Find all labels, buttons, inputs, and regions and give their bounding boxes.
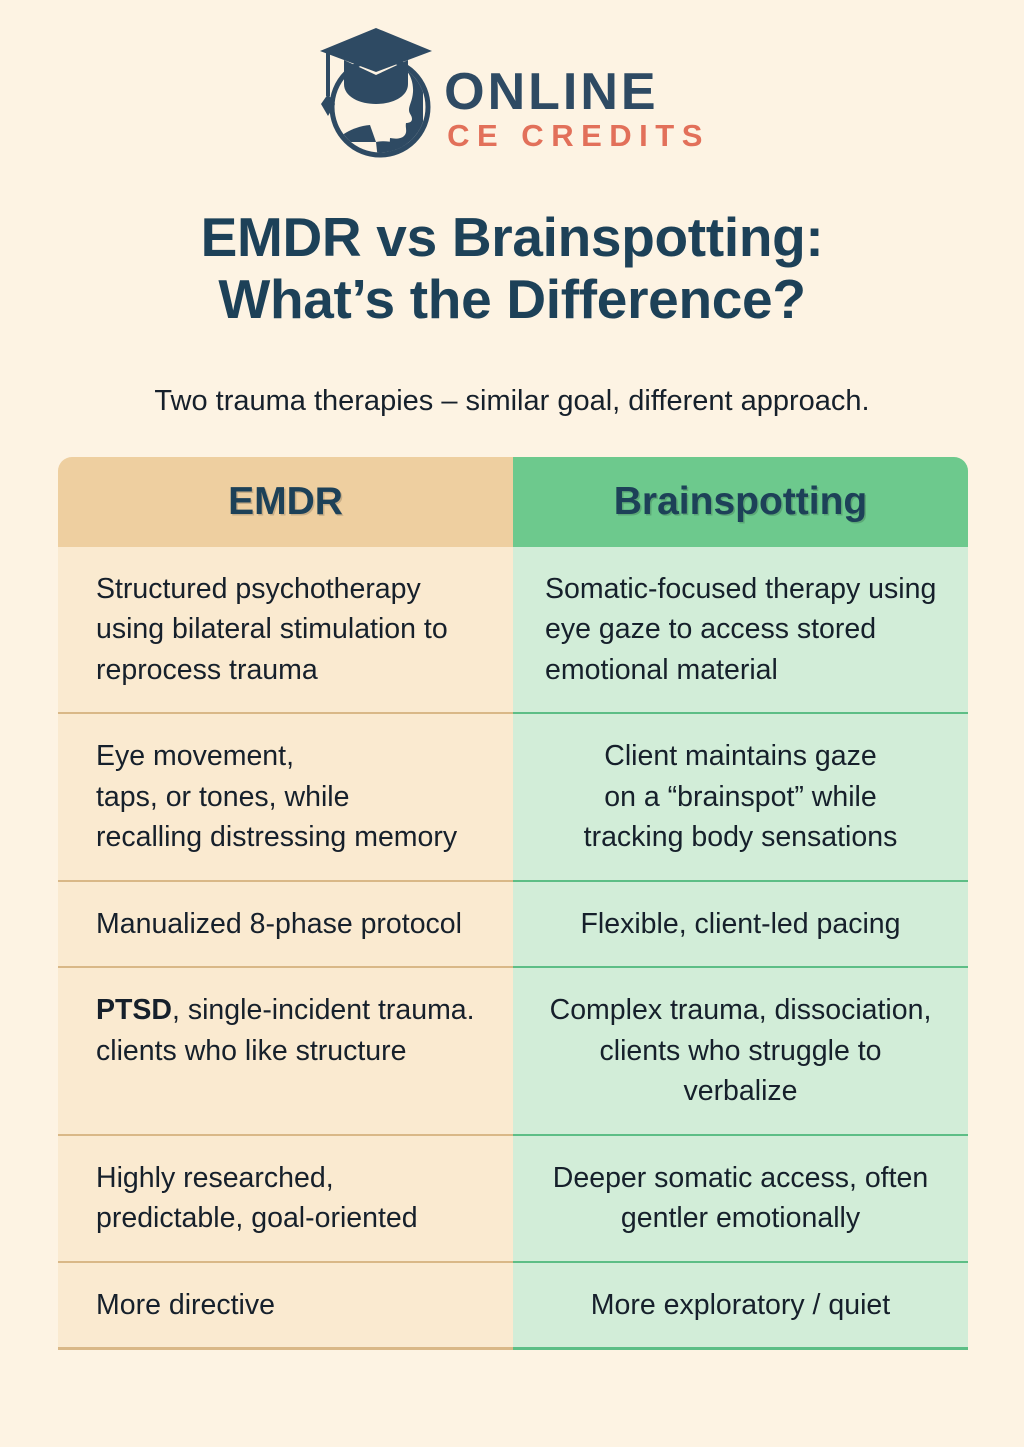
comparison-table: EMDR Brainspotting Structured psychother… [58, 457, 968, 1351]
cell-brainspotting: More exploratory / quiet [513, 1262, 968, 1351]
cell-emdr: More directive [58, 1262, 513, 1351]
table-row: PTSD, single-incident trauma.clients who… [58, 968, 968, 1136]
cell-brainspotting: Deeper somatic access, often gentler emo… [513, 1135, 968, 1263]
logo-text-online: ONLINE [444, 62, 659, 121]
cell-emdr: Manualized 8-phase protocol [58, 881, 513, 969]
column-header-emdr: EMDR [58, 457, 513, 547]
page-title: EMDR vs Brainspotting: What’s the Differ… [0, 206, 1024, 330]
brand-logo: ONLINE CE CREDITS [0, 22, 1024, 162]
cell-emdr: Structured psychotherapy using bilateral… [58, 547, 513, 715]
cell-brainspotting: Flexible, client-led pacing [513, 881, 968, 969]
cell-emphasis: PTSD [96, 994, 173, 1027]
table-row: Structured psychotherapy using bilateral… [58, 547, 968, 715]
column-header-brainspotting: Brainspotting [513, 457, 968, 547]
page-title-line-2: What’s the Difference? [218, 267, 806, 330]
table-body: Structured psychotherapy using bilateral… [58, 547, 968, 1351]
table-row: Highly researched, predictable, goal-ori… [58, 1135, 968, 1263]
page-title-line-1: EMDR vs Brainspotting: [200, 206, 824, 268]
logo-inner: ONLINE CE CREDITS [314, 22, 710, 162]
table-header-row: EMDR Brainspotting [58, 457, 968, 547]
logo-text-ce-credits: CE CREDITS [447, 117, 710, 153]
graduation-cap-reader-emblem-icon [314, 22, 438, 162]
cell-brainspotting: Somatic-focused therapy using eye gaze t… [513, 547, 968, 715]
cell-emdr: PTSD, single-incident trauma.clients who… [58, 968, 513, 1136]
logo-wordmark: ONLINE CE CREDITS [444, 31, 710, 154]
cell-emdr: Highly researched, predictable, goal-ori… [58, 1135, 513, 1263]
cell-brainspotting: Complex trauma, dissociation, clients wh… [513, 968, 968, 1136]
page-subtitle: Two trauma therapies – similar goal, dif… [154, 385, 870, 417]
